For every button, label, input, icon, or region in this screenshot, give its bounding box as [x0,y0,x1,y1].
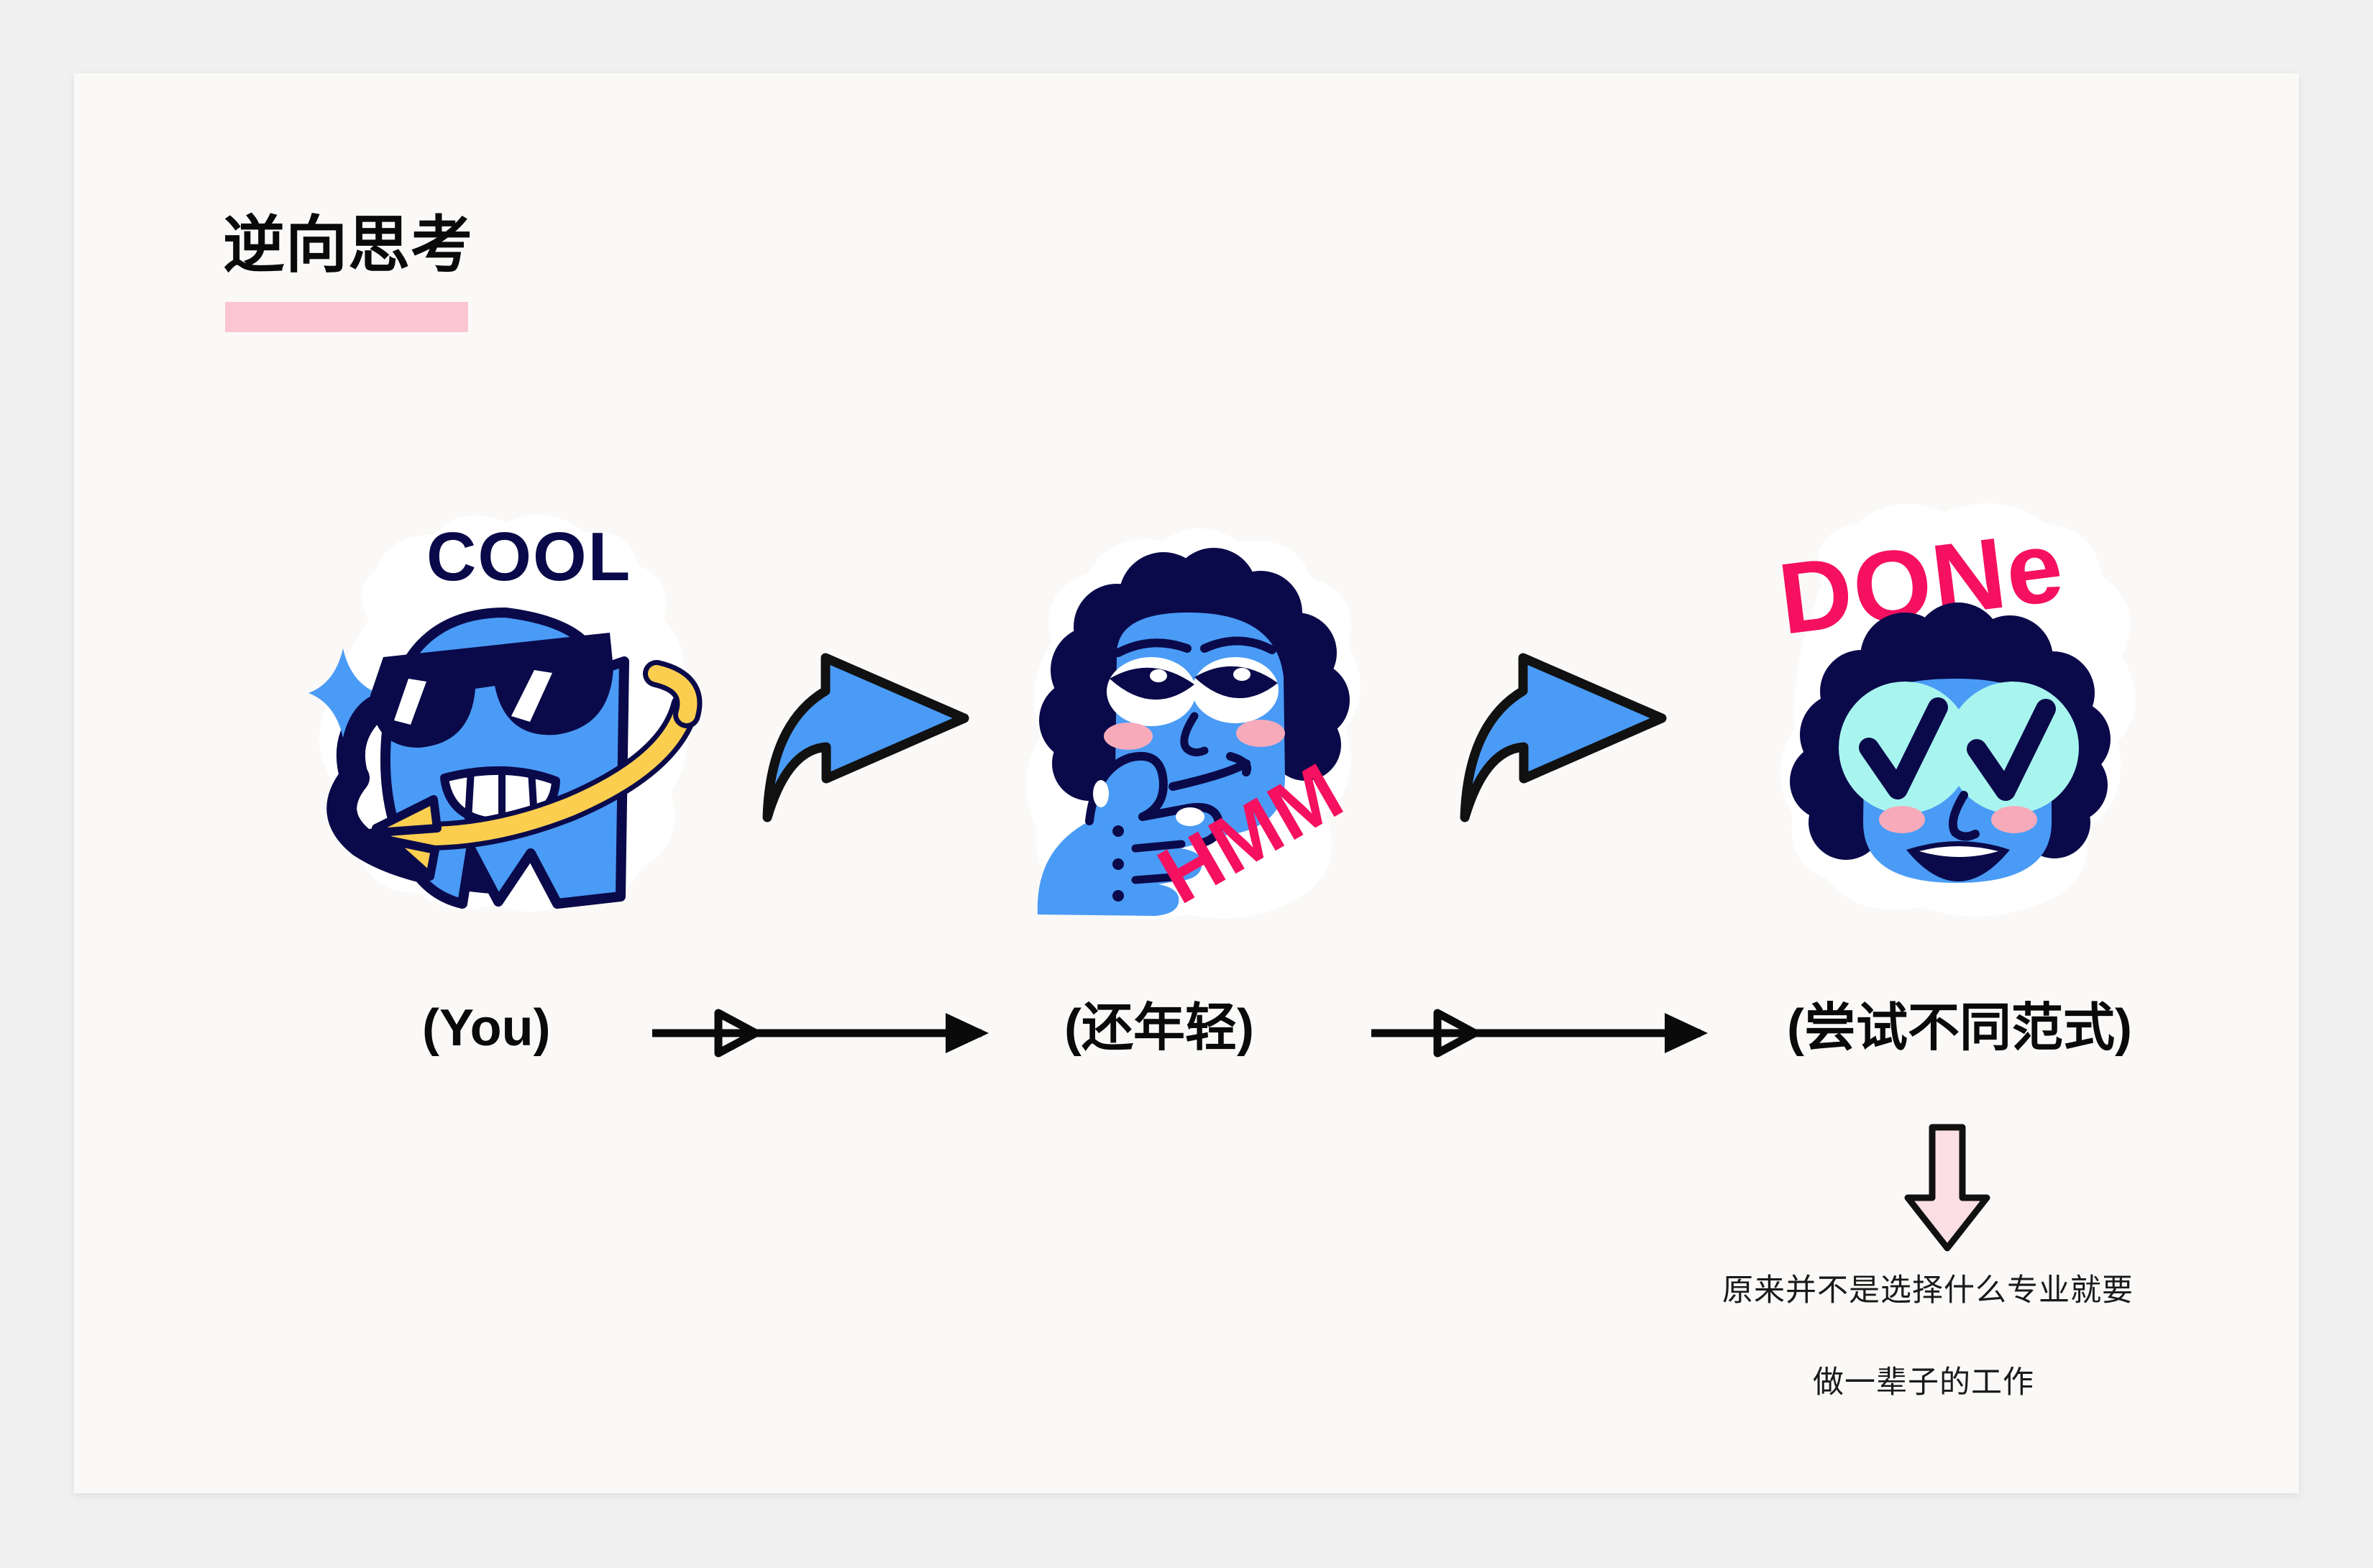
flow-label-young: (还年轻) [1064,999,1254,1057]
thinking-face-illustration: HMM [1026,528,1361,921]
swoosh-arrow-1-icon [757,638,973,825]
sparkle-icon [308,648,378,738]
conclusion-line-2: 做一辈子的工作 [1813,1365,2034,1400]
flow-arrow-2-icon [1368,1008,1714,1058]
title-block: 逆向思考 [223,211,473,332]
sticker-thinking-face: HMM [1009,512,1383,929]
sticker-done-face: DONe [1757,498,2159,929]
slide-card: 逆向思考 COOL [74,73,2299,1493]
cool-caption: COOL [426,518,631,595]
title-highlight-bar [225,302,468,332]
sticker-cool-ghost: COOL [283,490,743,929]
flow-arrow-1-icon [649,1008,995,1058]
flow-label-you: (You) [422,999,551,1057]
page-title: 逆向思考 [223,211,473,280]
down-arrow-icon [1901,1123,1994,1252]
swoosh-arrow-2-icon [1455,638,1670,825]
done-face-illustration: DONe [1773,503,2136,917]
conclusion-line-1: 原来并不是选择什么专业就要 [1722,1273,2134,1308]
cool-ghost-illustration: COOL [308,515,703,912]
flow-label-try: (尝试不同范式) [1787,999,2132,1057]
